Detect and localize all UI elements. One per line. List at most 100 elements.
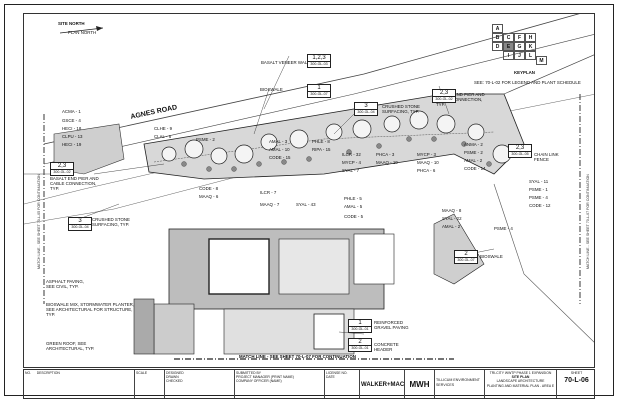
callout-number: 1,2,3	[308, 55, 330, 62]
callout-number: 2,3	[509, 145, 531, 152]
north-label: SITE NORTH	[58, 21, 85, 26]
callout-reference: 300-GL-04	[71, 225, 89, 229]
label-bioswale-right: BIOSWALE	[480, 254, 503, 259]
detail-callout[interactable]: 2,3 300-GL-02	[432, 89, 456, 103]
plant-label: SYAL - 22	[442, 216, 462, 221]
legend-note: SEE: 70-L-02 FOR LEGEND AND PLANT SCHEDU…	[474, 80, 581, 85]
callout-reference: 300-GL-02	[53, 170, 71, 174]
callout-reference: 300-GL-04	[357, 110, 375, 114]
keyplan-cell-h: H	[525, 33, 536, 42]
keyplan-cell-k: K	[525, 42, 536, 51]
plant-label: PSME - 2	[196, 137, 215, 142]
plant-label: MAAQ - 10	[417, 160, 439, 165]
keyplan-cell-a: A	[492, 24, 503, 33]
drawn-label: DRAWN	[166, 375, 179, 380]
match-line-right: MATCH LINE - SEE SHEET 70-L-07 FOR CONTI…	[586, 174, 590, 269]
plant-label: SYAL - 11	[529, 179, 549, 184]
keyplan-cell-c: C	[503, 33, 514, 42]
label-crushed-stone-left: CRUSHED STONE SURFACING, TYP.	[92, 217, 130, 227]
plan-area: SITE NORTH PLAN NORTH A B C D E F G H I …	[23, 13, 595, 368]
scale-label: SCALE	[136, 371, 148, 375]
label-asphalt-paving: ASPHALT PAVING, SEE CIVIL, TYP.	[46, 279, 84, 289]
callout-reference: 300-GL-01	[351, 346, 369, 350]
detail-callout[interactable]: 3 300-GL-04	[354, 102, 378, 116]
keyplan-cell-i: I	[503, 51, 514, 60]
project-title: TRI-CITY WWTP PHASE 1 EXPANSION	[489, 371, 552, 375]
label-basalt-wall: BASALT VENEER WALL	[261, 60, 310, 65]
plant-label: CODE - 15	[269, 155, 291, 160]
match-line-left: MATCH LINE - SEE SHEET 70-L-05 FOR CONTI…	[37, 174, 41, 269]
plant-label: MYCP - 4	[342, 160, 361, 165]
callout-number: 2,3	[51, 163, 73, 170]
plant-label: ILCR - 32	[342, 152, 361, 157]
plant-label: PSME - 4	[494, 226, 513, 231]
plant-label: AMAL - 10	[269, 147, 290, 152]
callout-number: 1	[349, 320, 371, 327]
plant-label: SYAL - 7	[342, 168, 360, 173]
label-end-pier-left: BASALT END PIER AND CABLE CONNECTION, TY…	[50, 176, 99, 191]
revision-no-label: NO.	[25, 371, 32, 375]
sheet-title-3: PLANTING AND MATERIAL PLAN - AREA E	[486, 383, 555, 388]
agency-logo: TILLICUM ENVIRONMENT SERVICES	[434, 370, 484, 398]
callout-number: 2	[349, 339, 371, 346]
plant-label: SYAL - 43	[296, 202, 316, 207]
plant-label: PHCA - 3	[376, 152, 395, 157]
keyplan-cell-e: E	[503, 42, 514, 51]
plant-label: MAAQ - 7	[260, 202, 280, 207]
drawing-sheet: SITE NORTH PLAN NORTH A B C D E F G H I …	[4, 4, 614, 399]
plant-label: CLAL - 6	[154, 134, 172, 139]
keyplan-cell-m: M	[536, 56, 547, 65]
checked-label: CHECKED	[166, 379, 183, 384]
callout-reference: 300-GL-05	[511, 152, 529, 156]
plant-label: MAAQ - 8	[442, 208, 462, 213]
sheet-label: SHEET	[570, 371, 583, 375]
plant-label: PHCA - 6	[417, 168, 436, 173]
plant-label: RIPA - 15	[312, 147, 331, 152]
detail-callout[interactable]: 3 300-GL-04	[68, 217, 92, 231]
detail-callout[interactable]: 1 300-GL-01	[348, 319, 372, 333]
plant-label: PHLE - 5	[344, 196, 362, 201]
detail-callout[interactable]: 2,3 300-GL-02	[50, 162, 74, 176]
plant-label: HECI - 19	[62, 142, 82, 147]
detail-callout[interactable]: 2 300-GL-01	[348, 338, 372, 352]
plant-label: MAAQ - 10	[376, 160, 398, 165]
keyplan-cell-b: B	[492, 33, 503, 42]
sheet-title-2: LANDSCAPE ARCHITECTURE	[496, 379, 545, 384]
plant-label: ACMA - 1	[62, 109, 81, 114]
revision-description-label: DESCRIPTION	[36, 371, 60, 375]
callout-number: 1	[308, 85, 330, 92]
label-green-roof: GREEN ROOF, SEE ARCHITECTURAL, TYP.	[46, 341, 95, 351]
north-arrow-icon	[59, 26, 104, 34]
keyplan-title: KEYPLAN	[514, 70, 535, 75]
label-concrete-header: CONCRETE HEADER	[374, 342, 399, 352]
label-bioswale-planter: BIOSWALE MIX, STORMWATER PLANTER, SEE AR…	[46, 302, 135, 317]
plant-label: CLPU - 13	[62, 134, 83, 139]
keyplan-cell-f: F	[514, 33, 525, 42]
plant-label: PSME - 2	[464, 150, 483, 155]
plant-label: MYCP - 3	[417, 152, 436, 157]
site-plan-drawing	[24, 14, 594, 360]
plant-label: CODE - 14	[464, 166, 486, 171]
mwh-logo: MWH	[404, 370, 434, 398]
plant-label: AMAL - 2	[442, 224, 461, 229]
plant-label: GSCE - 4	[62, 118, 81, 123]
label-reinforced-paving: REINFORCED GRAVEL PAVING	[374, 320, 409, 330]
plant-label: AMAL - 5	[344, 204, 363, 209]
plan-north-label: PLAN NORTH	[68, 30, 97, 35]
company-officer-label: COMPANY OFFICER (NAME)	[236, 379, 282, 384]
sheet-title-1: SITE PLAN	[511, 375, 530, 380]
detail-callout[interactable]: 2,3 300-GL-05	[508, 144, 532, 158]
detail-callout[interactable]: 2 300-GL-07	[454, 250, 478, 264]
callout-number: 2	[455, 251, 477, 258]
callout-reference: 300-GL-07	[457, 258, 475, 262]
designed-label: DESIGNED	[166, 371, 184, 375]
design-cell: DESIGNED DRAWN CHECKED	[164, 370, 234, 398]
keyplan-cell-g: G	[514, 42, 525, 51]
license-label: LICENSE NO.	[326, 371, 348, 375]
keyplan-cell-j: J	[514, 51, 525, 60]
detail-callout[interactable]: 1,2,3 300-GL-03	[307, 54, 331, 68]
callout-reference: 300-GL-07	[310, 92, 328, 96]
plant-label: HECI - 18	[62, 126, 82, 131]
detail-callout[interactable]: 1 300-GL-07	[307, 84, 331, 98]
plant-label: AMAL - 2	[464, 158, 483, 163]
